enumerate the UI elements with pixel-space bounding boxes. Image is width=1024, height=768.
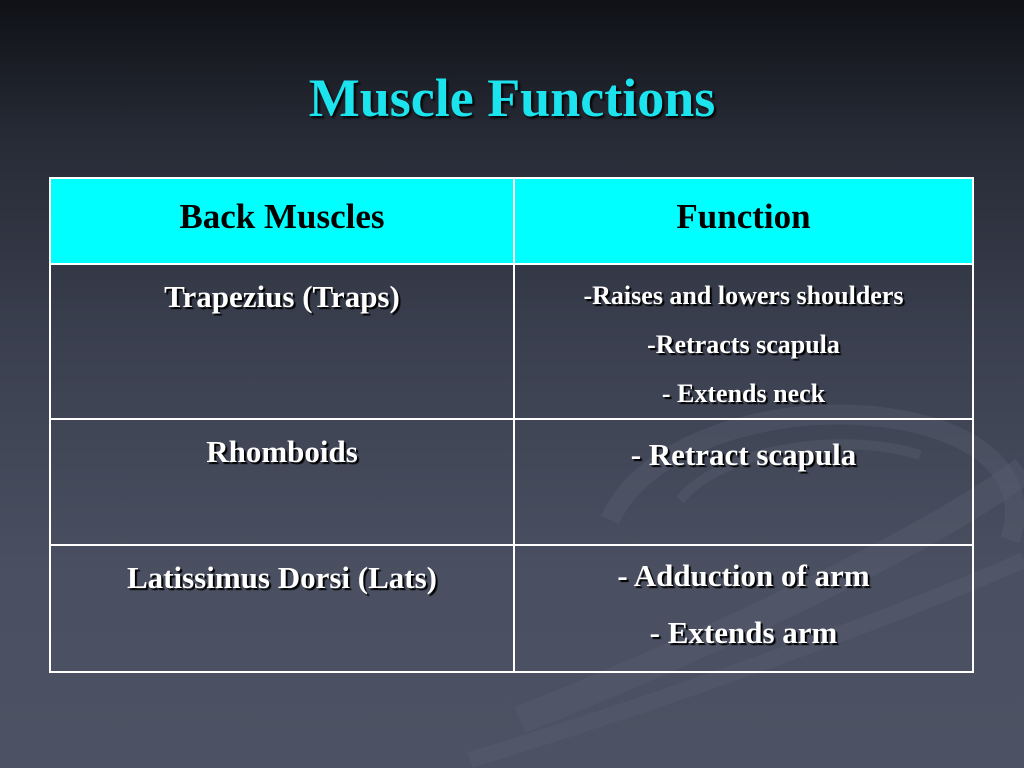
table-row: Trapezius (Traps) -Raises and lowers sho… [49,263,974,420]
function-cell: - Retract scapula [513,418,974,546]
function-line: - Extends arm [649,615,838,650]
function-line: - Retract scapula [630,437,857,472]
table-row: Latissimus Dorsi (Lats) - Adduction of a… [49,544,974,673]
muscle-cell: Rhomboids [49,418,515,546]
table-header-row: Back Muscles Function [49,177,974,265]
header-label: Function [676,197,811,236]
slide-title: Muscle Functions [308,68,716,128]
muscle-name: Trapezius (Traps) [164,279,400,314]
header-label: Back Muscles [179,197,385,236]
function-cell: - Adduction of arm - Extends arm [513,544,974,673]
header-back-muscles: Back Muscles [49,177,515,265]
muscle-table: Back Muscles Function Trapezius (Traps) … [49,177,974,673]
muscle-cell: Latissimus Dorsi (Lats) [49,544,515,673]
table-row: Rhomboids - Retract scapula [49,418,974,546]
muscle-name: Rhomboids [206,434,358,469]
function-line: -Raises and lowers shoulders [583,281,904,310]
function-cell: -Raises and lowers shoulders -Retracts s… [513,263,974,420]
muscle-cell: Trapezius (Traps) [49,263,515,420]
function-line: - Adduction of arm [617,558,870,593]
function-line: -Retracts scapula [647,330,840,359]
header-function: Function [513,177,974,265]
muscle-name: Latissimus Dorsi (Lats) [126,560,437,595]
function-line: - Extends neck [661,379,826,408]
